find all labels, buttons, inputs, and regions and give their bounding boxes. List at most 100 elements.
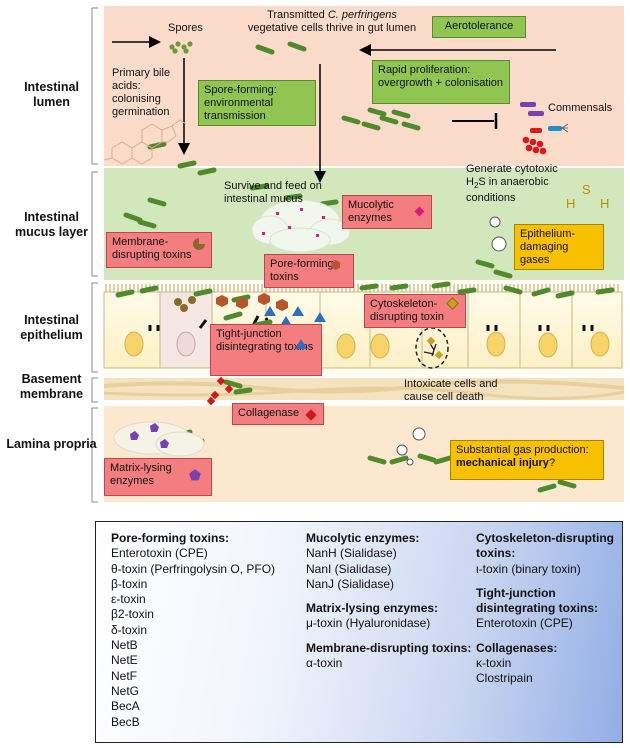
label-survive: Survive and feed on intestinal mucus bbox=[224, 180, 322, 205]
legend-pore-items: Enterotoxin (CPE)θ-toxin (Perfringolysin… bbox=[111, 546, 301, 730]
bacterium-rod bbox=[255, 44, 275, 55]
legend-item: ε-toxin bbox=[111, 592, 146, 607]
legend-membrane-title: Membrane-disrupting toxins: bbox=[306, 640, 472, 655]
legend-col-3: Cytoskeleton-disrupting toxins: ι-toxin … bbox=[476, 531, 621, 687]
legend-membrane-items: α-toxin bbox=[306, 656, 474, 671]
legend-item: NetF bbox=[111, 668, 138, 683]
label-bile-acids: Primary bile acids: colonising germinati… bbox=[112, 67, 171, 118]
box-spore-forming: Spore-forming: environmental transmissio… bbox=[198, 80, 316, 126]
box-gas-production: Substantial gas production: mechanical i… bbox=[450, 440, 604, 480]
membrane-pacman-icon bbox=[193, 238, 205, 250]
legend-item: Clostripain bbox=[476, 671, 533, 686]
legend-matrix-items: μ-toxin (Hyaluronidase) bbox=[306, 616, 474, 631]
box-tight-junction-toxins: Tight-junction disintegrating toxins bbox=[210, 324, 322, 376]
box-pore-forming-toxins: Pore-forming toxins ⬢ bbox=[264, 254, 354, 288]
bacterium-rod bbox=[475, 259, 495, 269]
matrix-label: Matrix-lysing enzymes bbox=[110, 462, 172, 487]
bacterium-rod bbox=[341, 115, 361, 125]
matrix-pentagon-icon: ⬟ bbox=[188, 467, 201, 483]
bacterium-rod bbox=[319, 199, 339, 207]
legend-item: NanJ (Sialidase) bbox=[306, 576, 395, 591]
label-commensals: Commensals bbox=[548, 102, 613, 114]
bacterium-rod bbox=[431, 281, 451, 289]
legend-col-1: Pore-forming toxins: Enterotoxin (CPE)θ-… bbox=[111, 531, 301, 730]
legend-cytoskeleton-items: ι-toxin (binary toxin) bbox=[476, 562, 621, 577]
bacterium-rod bbox=[417, 453, 437, 463]
box-rapid-proliferation: Rapid proliferation: overgrowth + coloni… bbox=[372, 60, 510, 104]
legend-item: α-toxin bbox=[306, 656, 343, 671]
bacterium-rod bbox=[233, 387, 253, 395]
legend-col-2: Mucolytic enzymes: NanH (Sialidase)NanI … bbox=[306, 531, 474, 671]
gas-suffix: ? bbox=[548, 457, 556, 469]
h2s-molecule-h1: H bbox=[566, 196, 576, 211]
box-membrane-toxins: Membrane-disrupting toxins bbox=[106, 232, 212, 268]
bacterium-rod bbox=[555, 290, 575, 299]
tight-label: Tight-junction disintegrating toxins bbox=[216, 328, 314, 353]
bacterium-rod bbox=[401, 121, 421, 131]
bacterium-rod bbox=[595, 287, 615, 295]
bacterium-rod bbox=[249, 183, 269, 191]
box-cytoskeleton-toxin: Cytoskeleton-disrupting toxin bbox=[364, 294, 466, 328]
bacterium-rod bbox=[433, 455, 453, 465]
legend-panel: Pore-forming toxins: Enterotoxin (CPE)θ-… bbox=[95, 521, 623, 743]
label-lamina-propria: Lamina propria bbox=[6, 437, 97, 451]
membrane-label: Membrane-disrupting toxins bbox=[112, 236, 192, 261]
bacterium-rod bbox=[503, 285, 523, 295]
bacterium-rod bbox=[531, 287, 551, 297]
legend-item: NanH (Sialidase) bbox=[306, 546, 397, 561]
bacterium-rod bbox=[139, 285, 159, 294]
pore-hexagon-icon: ⬢ bbox=[330, 258, 341, 272]
legend-item: ι-toxin (binary toxin) bbox=[476, 561, 581, 576]
bacterium-rod bbox=[389, 455, 409, 465]
bacterium-rod bbox=[197, 167, 217, 176]
legend-mucolytic-title: Mucolytic enzymes: bbox=[306, 531, 420, 545]
transmitted-prefix: Transmitted bbox=[267, 9, 328, 21]
commensals-icons bbox=[520, 102, 569, 155]
spores-cluster bbox=[169, 41, 193, 54]
bacterium-rod bbox=[283, 193, 303, 201]
legend-tight-items: Enterotoxin (CPE) bbox=[476, 616, 621, 631]
bacterium-rod bbox=[147, 197, 167, 207]
bacterium-rod bbox=[367, 455, 387, 465]
box-aerotolerance: Aerotolerance bbox=[432, 16, 526, 38]
legend-item: μ-toxin (Hyaluronidase) bbox=[306, 616, 431, 631]
label-intestinal-epithelium: Intestinal epithelium bbox=[20, 313, 83, 342]
bacterium-rod bbox=[537, 483, 557, 493]
legend-matrix-title: Matrix-lysing enzymes: bbox=[306, 601, 439, 616]
bacterium-rod bbox=[123, 212, 143, 223]
bacterium-rod bbox=[177, 160, 197, 169]
legend-item: κ-toxin bbox=[476, 656, 512, 671]
pore-label: Pore-forming toxins bbox=[270, 258, 334, 283]
legend-item: β2-toxin bbox=[111, 607, 154, 622]
bacterium-rod bbox=[493, 269, 513, 279]
bacterium-rod bbox=[287, 41, 307, 52]
label-spores: Spores bbox=[168, 22, 203, 34]
legend-item: δ-toxin bbox=[111, 622, 148, 637]
legend-item: Enterotoxin (CPE) bbox=[111, 546, 208, 561]
tight-triangle-icon bbox=[295, 339, 307, 349]
cytoskeleton-label: Cytoskeleton-disrupting toxin bbox=[370, 298, 444, 323]
legend-item: θ-toxin (Perfringolysin O, PFO) bbox=[111, 561, 276, 576]
transmitted-suffix: vegetative cells thrive in gut lumen bbox=[247, 22, 417, 34]
bacterium-rod bbox=[223, 311, 243, 321]
gas-bold: mechanical injury bbox=[456, 457, 549, 469]
legend-item: β-toxin bbox=[111, 576, 148, 591]
label-intoxicate: Intoxicate cells and cause cell death bbox=[404, 378, 498, 403]
legend-item: NanI (Sialidase) bbox=[306, 561, 392, 576]
bacterium-rod bbox=[389, 283, 409, 291]
label-h2s: Generate cytotoxic H2S in anaerobic cond… bbox=[466, 163, 566, 205]
legend-item: Enterotoxin (CPE) bbox=[476, 616, 573, 631]
h2s-prefix: Generate cytotoxic H bbox=[466, 163, 558, 188]
label-intestinal-mucus: Intestinal mucus layer bbox=[15, 210, 88, 239]
legend-collagenases-title: Collagenases: bbox=[476, 640, 558, 655]
collagenase-label: Collagenase bbox=[238, 407, 300, 419]
label-intestinal-lumen: Intestinal lumen bbox=[24, 80, 79, 109]
h2s-subscript: 2 bbox=[473, 181, 479, 191]
legend-tight-title: Tight-junction disintegrating toxins: bbox=[476, 585, 599, 616]
cytoskeleton-diamond-icon bbox=[446, 297, 459, 310]
bacterium-rod bbox=[361, 121, 381, 131]
legend-item: NetE bbox=[111, 653, 138, 668]
box-epithelium-damaging-gases: Epithelium-damaging gases bbox=[514, 224, 604, 270]
bacteria-rods bbox=[115, 41, 615, 493]
